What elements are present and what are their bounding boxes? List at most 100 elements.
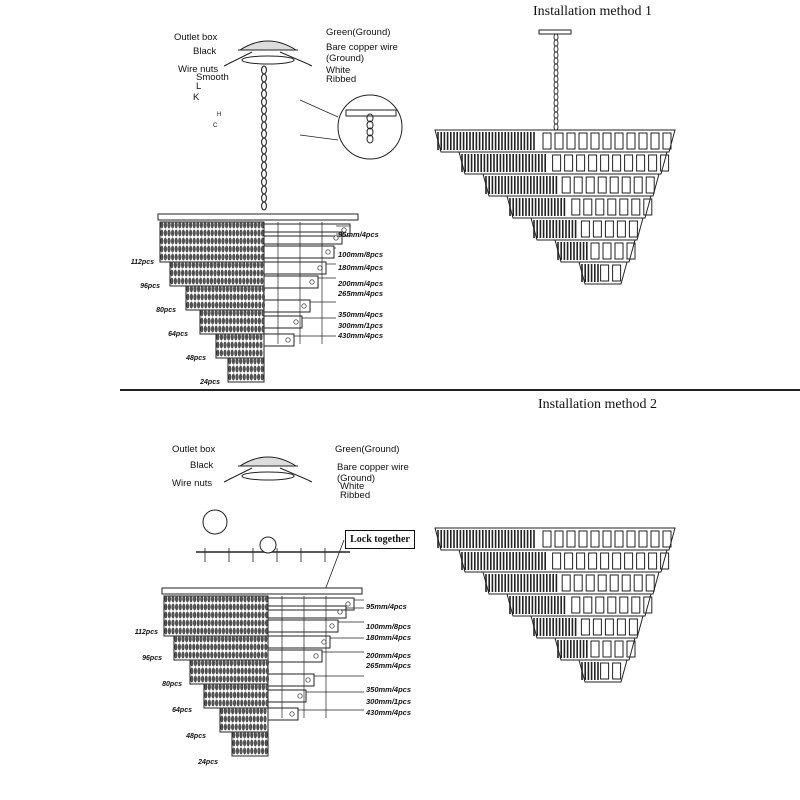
tier-count-24: 24pcs [200,379,220,386]
spec-350mm-2: 350mm/4pcs [366,685,412,694]
frame-ring-2 [263,231,343,245]
chain-link [261,153,267,163]
tier-count-64: 64pcs [168,331,188,338]
tier-count-24-2: 24pcs [198,759,218,766]
part-letter-k: K [193,92,200,103]
black-wire-label: Black [193,46,217,57]
chain-link [553,117,559,125]
chain-link [261,73,267,83]
chain-link [553,81,559,89]
tier-count-80: 80pcs [156,307,176,314]
detail-chain [366,127,374,137]
wire-nuts-label: Wire nuts [178,64,219,75]
perspective-tier-4 [506,593,652,617]
method-2-title: Installation method 2 [538,397,657,412]
spec-430mm: 430mm/4pcs [338,331,384,340]
perspective-tier-3 [482,571,660,595]
crystal-tier-4 [199,309,265,335]
spec-430mm-2: 430mm/4pcs [366,708,412,717]
frame-ring-3 [263,245,335,259]
tier-count-112: 112pcs [130,259,154,266]
hook [301,303,307,309]
hook [293,319,299,325]
black-wire [227,467,253,481]
canopy-plate [157,213,359,221]
bare-copper-label-2: Bare copper wire [337,462,409,473]
wire-nut [223,63,313,67]
wire-nut [223,479,313,483]
spec-265mm-2: 265mm/4pcs [366,661,412,670]
hook [309,279,315,285]
spec-95mm: 95mm/4pcs [338,230,379,239]
spec-300mm-2: 300mm/1pcs [366,697,412,706]
chain-link [261,65,267,75]
hook [285,337,291,343]
spec-95mm-2: 95mm/4pcs [366,602,407,611]
crystal-tier-2 [173,635,269,661]
spec-180mm-2: 180mm/4pcs [366,633,412,642]
hook [317,265,323,271]
frame-ring-2 [267,605,347,619]
mounting-plate [241,55,295,65]
ground-label: (Ground) [326,53,365,64]
lock-together-callout: Lock together [345,530,415,549]
chain-link [261,113,267,123]
crystal-tier-3 [185,285,265,311]
hook [325,249,331,255]
perspective-tier-2 [458,549,668,573]
canopy-plate [161,587,363,595]
wiring-diagram-2 [223,456,313,483]
chain-link [261,185,267,195]
chain-link [261,105,267,115]
lock-detail [259,536,277,554]
chain-link [261,129,267,139]
screw-detail [202,509,228,535]
detail-chain [366,113,374,123]
ribbed-wire-label-2: Ribbed [340,490,371,501]
hook [337,609,343,615]
section-divider [120,389,800,391]
part-letter-c: C [213,123,218,129]
crystal-tier-5 [215,333,265,359]
tier-count-96-2: 96pcs [142,655,162,662]
ribbed-wire-label: Ribbed [326,74,357,85]
tier-count-80-2: 80pcs [162,681,182,688]
chain-link [553,69,559,77]
perspective-tier-3 [482,173,660,197]
chain-link [553,57,559,65]
crystal-tier-4 [203,683,269,709]
black-wire-label-2: Black [190,460,214,471]
hook [305,677,311,683]
chain-link [553,63,559,71]
mounting-plate [241,471,295,481]
spec-100mm-2: 100mm/8pcs [366,622,412,631]
spec-200mm-2: 200mm/4pcs [366,651,412,660]
detail-leader [299,99,339,118]
chain-link [553,111,559,119]
spec-100mm: 100mm/8pcs [338,250,384,259]
chain-link [261,81,267,91]
crystal-tier-2 [169,261,265,287]
detail-plate [345,109,397,117]
black-wire [227,51,253,65]
chain-link [553,87,559,95]
frame-ring-1 [267,597,355,611]
lock-leader [324,539,345,591]
perspective-tier-4 [506,195,652,219]
perspective-chandelier-1 [434,29,676,285]
tier-count-64-2: 64pcs [172,707,192,714]
spec-300mm: 300mm/1pcs [338,321,384,330]
white-wire-label: White [326,65,351,76]
chain-link [261,169,267,179]
chain-link [261,201,267,211]
frame-ring-3 [267,619,339,633]
hook [333,235,339,241]
detail-leader [299,134,339,141]
frame-ring-4 [263,261,327,275]
wiring-diagram-1 [223,40,313,67]
green-ground-label: Green(Ground) [326,27,391,38]
hook [329,623,335,629]
chain-link [261,121,267,131]
outlet-box-label-2: Outlet box [172,444,216,455]
